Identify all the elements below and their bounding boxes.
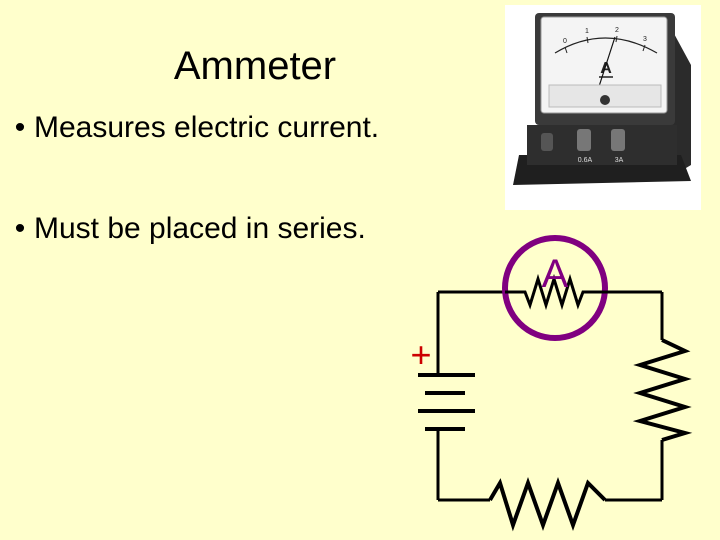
terminal-label: 3A	[615, 157, 624, 164]
ammeter-circle	[502, 235, 608, 341]
dial-tick	[564, 46, 568, 54]
bullet-item-1: •Measures electric current.	[6, 111, 379, 145]
dial-tick	[615, 35, 618, 43]
terminal-label: 0.6A	[578, 157, 593, 164]
battery-plus-sign: +	[410, 334, 431, 375]
terminal-3A	[611, 129, 625, 151]
ammeter-symbol-label: A	[542, 252, 569, 296]
ammeter-photo: 0 1 2 3 A 0.6A 3A	[505, 5, 701, 210]
ammeter-internal-resistor	[505, 273, 608, 311]
slide-title: Ammeter	[173, 44, 337, 88]
battery-symbol	[418, 373, 475, 431]
dial-scale-label: 0	[563, 38, 567, 45]
zero-adjust-screw	[600, 95, 610, 105]
bullet-item-2: •Must be placed in series.	[6, 212, 366, 246]
bullet-glyph: •	[14, 212, 26, 245]
dial-scale-label: 2	[615, 27, 619, 34]
dial-tick	[586, 36, 589, 44]
bullet-glyph: •	[14, 111, 26, 144]
bullet-text: Measures electric current.	[34, 111, 380, 144]
series-circuit-diagram: + A	[410, 235, 693, 532]
bullet-text: Must be placed in series.	[34, 212, 366, 245]
dial-tick	[642, 44, 646, 52]
dial-scale-label: 1	[585, 28, 589, 35]
resistor-right	[632, 338, 693, 442]
terminal-negative	[541, 133, 553, 151]
resistor-bottom	[488, 477, 607, 532]
dial-scale-label: 3	[643, 36, 647, 43]
terminal-0-6A	[577, 129, 591, 151]
